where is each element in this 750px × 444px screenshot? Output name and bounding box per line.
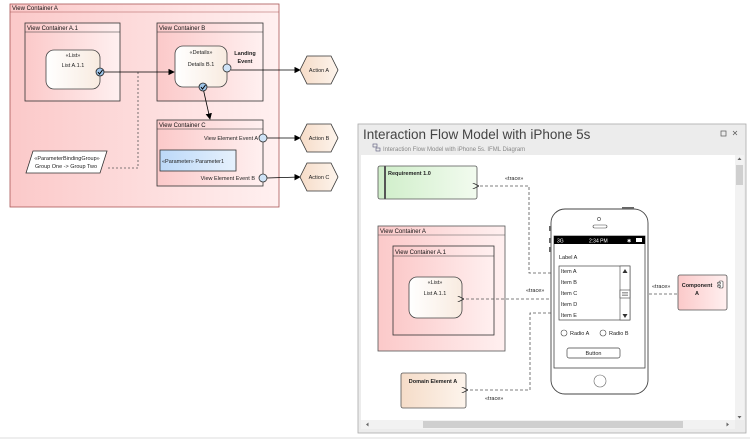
bluetooth-icon: ✱ — [627, 239, 631, 245]
component-label: A — [695, 291, 699, 297]
element-name: Details B.1 — [188, 62, 215, 68]
scroll-down-icon[interactable] — [622, 314, 628, 318]
event-port-icon[interactable] — [222, 63, 232, 73]
container-title: View Container A.1 — [395, 250, 447, 256]
element-name: List A.1.1 — [62, 63, 85, 69]
component-a[interactable]: Component A — [677, 274, 728, 311]
trace-to-domain[interactable] — [468, 312, 561, 390]
details-b1[interactable]: «Details» Details B.1 — [174, 45, 228, 88]
phone-button[interactable] — [566, 347, 621, 359]
action-c[interactable]: Action C — [299, 162, 339, 192]
stereotype: «List» — [428, 280, 443, 286]
trace-label: «trace» — [652, 284, 670, 290]
check-port-icon[interactable] — [198, 82, 208, 92]
parameter-label: «Parameter» Parameter1 — [162, 159, 224, 165]
radio-b[interactable] — [599, 329, 607, 337]
action-label: Action C — [309, 175, 330, 181]
binding-stereotype: «ParameterBindingGroup» — [34, 156, 99, 162]
vertical-scroll-thumb[interactable] — [736, 165, 743, 185]
action-b[interactable]: Action B — [299, 123, 339, 153]
landing-event-label: Event — [238, 59, 253, 65]
domain-element-a[interactable]: Domain Element A — [400, 372, 467, 409]
scroll-up-icon[interactable] — [737, 157, 742, 161]
requirement[interactable]: Requirement 1.0 — [377, 165, 478, 200]
event-port-icon[interactable] — [258, 133, 268, 143]
list-item[interactable]: Item B — [561, 280, 577, 286]
domain-element-label: Domain Element A — [409, 379, 457, 385]
landing-event-label: Landing — [234, 51, 255, 57]
parameter-binding-group[interactable]: «ParameterBindingGroup» Group One -> Gro… — [25, 150, 108, 174]
list-item[interactable]: Item C — [561, 291, 577, 297]
list-a11[interactable]: «List» List A.1.1 — [408, 276, 463, 319]
radio-a[interactable] — [560, 329, 568, 337]
label-a: Label A — [559, 255, 578, 261]
phone-button-label: Button — [586, 351, 602, 357]
action-label: Action B — [309, 136, 330, 142]
vertical-scrollbar[interactable] — [735, 155, 744, 420]
container-title: View Container A — [380, 229, 426, 235]
list-box[interactable] — [558, 265, 631, 321]
trace-label: «trace» — [505, 176, 523, 182]
diagram-type-icon — [372, 143, 381, 152]
time-label: 2:34 PM — [589, 239, 608, 245]
binding-connector[interactable] — [108, 72, 139, 169]
horizontal-scroll-thumb[interactable] — [423, 421, 683, 428]
list-item[interactable]: Item D — [561, 302, 577, 308]
radio-b-label: Radio B — [609, 331, 629, 337]
element-name: List A.1.1 — [424, 291, 447, 297]
trace-label: «trace» — [526, 288, 544, 294]
container-title: View Container C — [159, 123, 206, 129]
component-icon — [717, 280, 724, 289]
trace-to-requirement[interactable] — [479, 186, 561, 274]
stereotype: «List» — [66, 53, 81, 59]
parameter1[interactable]: «Parameter» Parameter1 — [159, 149, 237, 172]
window-title: Interaction Flow Model with iPhone 5s — [363, 127, 591, 142]
scroll-down-icon[interactable] — [737, 416, 742, 419]
action-label: Action A — [309, 68, 330, 74]
component-label: Component — [682, 283, 713, 289]
container-title: View Container A.1 — [27, 26, 79, 32]
status-bar — [554, 236, 645, 244]
event-label: View Element Event A — [204, 136, 258, 142]
close-icon[interactable] — [732, 130, 738, 136]
binding-name: Group One -> Group Two — [35, 164, 97, 170]
scroll-left-icon[interactable] — [366, 422, 369, 427]
scroll-right-icon[interactable] — [726, 422, 730, 427]
maximize-icon[interactable] — [720, 130, 727, 137]
radio-a-label: Radio A — [570, 331, 590, 337]
event-label: View Element Event B — [201, 176, 256, 182]
list-item[interactable]: Item E — [561, 313, 577, 319]
list-item[interactable]: Item A — [561, 269, 577, 275]
container-title: View Container A — [12, 6, 58, 12]
check-port-icon[interactable] — [95, 67, 105, 77]
trace-label: «trace» — [485, 396, 503, 402]
home-button[interactable] — [593, 374, 607, 388]
container-title: View Container B — [159, 26, 205, 32]
flow-to-action-c[interactable] — [266, 173, 301, 181]
requirement-label: Requirement 1.0 — [388, 171, 431, 177]
battery-icon — [636, 238, 642, 242]
signal-label: 3G — [557, 239, 564, 245]
stereotype: «Details» — [190, 50, 213, 56]
flow-details-to-c[interactable] — [202, 87, 212, 120]
event-port-icon[interactable] — [258, 173, 268, 183]
action-a[interactable]: Action A — [299, 55, 339, 85]
scroll-up-icon[interactable] — [622, 269, 628, 273]
list-a11[interactable]: «List» List A.1.1 — [45, 49, 101, 90]
iphone-mockup[interactable]: 3G 2:34 PM ✱ Label A Item A Item B Item … — [549, 207, 649, 395]
breadcrumb[interactable]: Interaction Flow Model with iPhone 5s. I… — [383, 147, 525, 153]
